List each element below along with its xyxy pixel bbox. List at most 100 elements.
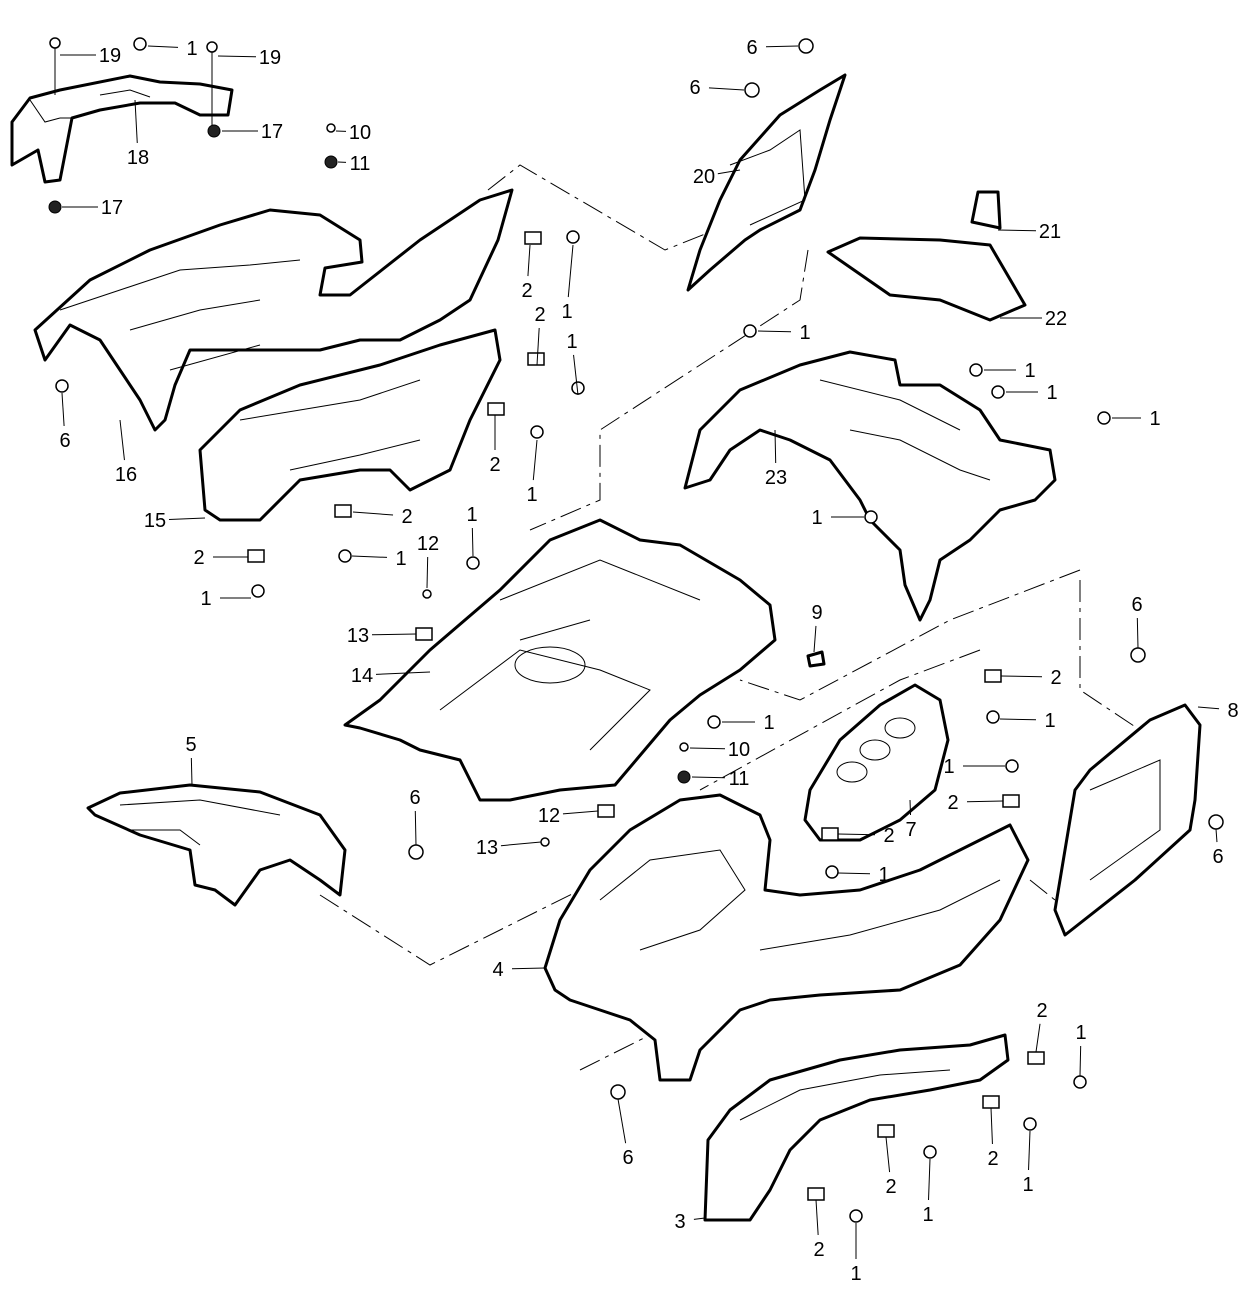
callout-1: 1 bbox=[186, 38, 197, 60]
callout-21: 21 bbox=[1039, 221, 1061, 243]
callout-1: 1 bbox=[1075, 1022, 1086, 1044]
callout-10: 10 bbox=[728, 739, 750, 761]
callout-22: 22 bbox=[1045, 308, 1067, 330]
leader-line bbox=[147, 45, 179, 48]
callout-1: 1 bbox=[1149, 408, 1160, 430]
leader-line bbox=[997, 229, 1037, 232]
callout-1: 1 bbox=[1046, 382, 1057, 404]
leader-line bbox=[1035, 1023, 1041, 1053]
callout-2: 2 bbox=[489, 454, 500, 476]
leader-line bbox=[61, 392, 65, 427]
part-8-side-panel bbox=[1053, 703, 1202, 937]
leader-line bbox=[909, 799, 912, 816]
leader-line bbox=[765, 45, 799, 48]
leader-line bbox=[999, 718, 1037, 721]
callout-14: 14 bbox=[351, 665, 373, 687]
callout-2: 2 bbox=[401, 506, 412, 528]
leader-line bbox=[190, 757, 193, 786]
leader-line bbox=[1215, 828, 1218, 843]
callout-6: 6 bbox=[689, 77, 700, 99]
part-20-side-panel bbox=[686, 73, 847, 292]
part-4-rear-fender bbox=[543, 793, 1030, 1082]
callout-13: 13 bbox=[347, 625, 369, 647]
leader-line bbox=[511, 967, 546, 970]
callout-1: 1 bbox=[395, 548, 406, 570]
callout-1: 1 bbox=[799, 322, 810, 344]
callout-6: 6 bbox=[409, 787, 420, 809]
callout-19: 19 bbox=[259, 47, 281, 69]
callout-11: 11 bbox=[729, 768, 750, 790]
callout-6: 6 bbox=[1131, 594, 1142, 616]
callout-6: 6 bbox=[59, 430, 70, 452]
callout-6: 6 bbox=[622, 1147, 633, 1169]
callout-20: 20 bbox=[693, 166, 715, 188]
callout-1: 1 bbox=[1024, 360, 1035, 382]
leader-line bbox=[371, 633, 417, 636]
part-23-rear-fender-inner bbox=[683, 350, 1057, 622]
leader-line bbox=[134, 99, 138, 144]
leader-line bbox=[119, 419, 125, 461]
callout-17: 17 bbox=[261, 121, 283, 143]
callout-2: 2 bbox=[534, 304, 545, 326]
leader-lines bbox=[60, 45, 1220, 1259]
callout-1: 1 bbox=[850, 1263, 861, 1285]
callout-2: 2 bbox=[193, 547, 204, 569]
leader-line bbox=[500, 841, 542, 847]
callout-2: 2 bbox=[883, 825, 894, 847]
leader-line bbox=[217, 55, 257, 58]
leader-line bbox=[774, 429, 777, 464]
callout-2: 2 bbox=[987, 1148, 998, 1170]
callout-10: 10 bbox=[349, 122, 371, 144]
leader-line bbox=[966, 800, 1004, 803]
callout-12: 12 bbox=[538, 805, 560, 827]
leader-line bbox=[837, 833, 876, 836]
part-14-floor-tray bbox=[343, 518, 777, 802]
callout-6: 6 bbox=[746, 37, 757, 59]
part-22-tray bbox=[826, 236, 1027, 322]
callout-1: 1 bbox=[811, 507, 822, 529]
callout-1: 1 bbox=[566, 331, 577, 353]
assembly-lines bbox=[319, 164, 1141, 1071]
leader-line bbox=[532, 439, 538, 481]
leader-line bbox=[717, 169, 741, 175]
callout-18: 18 bbox=[127, 147, 149, 169]
callout-11: 11 bbox=[350, 153, 371, 175]
callout-12: 12 bbox=[417, 533, 439, 555]
leader-line bbox=[168, 517, 206, 520]
leader-line bbox=[1028, 1130, 1031, 1171]
leader-line bbox=[1136, 617, 1139, 649]
leader-line bbox=[617, 1098, 627, 1144]
callout-1: 1 bbox=[1022, 1174, 1033, 1196]
leader-line bbox=[1000, 675, 1043, 678]
callout-17: 17 bbox=[101, 197, 123, 219]
part-21-clip bbox=[970, 190, 1002, 230]
callout-19: 19 bbox=[99, 45, 121, 67]
leader-line bbox=[1079, 1045, 1082, 1077]
callout-2: 2 bbox=[947, 792, 958, 814]
callout-1: 1 bbox=[526, 484, 537, 506]
leader-line bbox=[426, 556, 429, 589]
part-7-cover bbox=[803, 683, 950, 842]
leader-line bbox=[813, 625, 817, 653]
callout-1: 1 bbox=[878, 864, 889, 886]
callout-6: 6 bbox=[1212, 846, 1223, 868]
callout-1: 1 bbox=[763, 712, 774, 734]
callout-2: 2 bbox=[521, 280, 532, 302]
leader-line bbox=[691, 776, 726, 779]
callout-9: 9 bbox=[811, 602, 822, 624]
leader-line bbox=[352, 511, 394, 516]
leader-line bbox=[567, 244, 574, 298]
callout-2: 2 bbox=[813, 1239, 824, 1261]
callout-2: 2 bbox=[885, 1176, 896, 1198]
leader-line bbox=[1197, 706, 1220, 710]
part-3-inner-fender-rear bbox=[703, 1033, 1010, 1222]
callout-13: 13 bbox=[476, 837, 498, 859]
part-16-front-fender-left bbox=[33, 188, 514, 432]
callout-1: 1 bbox=[466, 504, 477, 526]
part-5-front-cover bbox=[86, 783, 347, 907]
leader-line bbox=[573, 354, 579, 396]
callout-1: 1 bbox=[943, 756, 954, 778]
leader-line bbox=[708, 87, 745, 91]
